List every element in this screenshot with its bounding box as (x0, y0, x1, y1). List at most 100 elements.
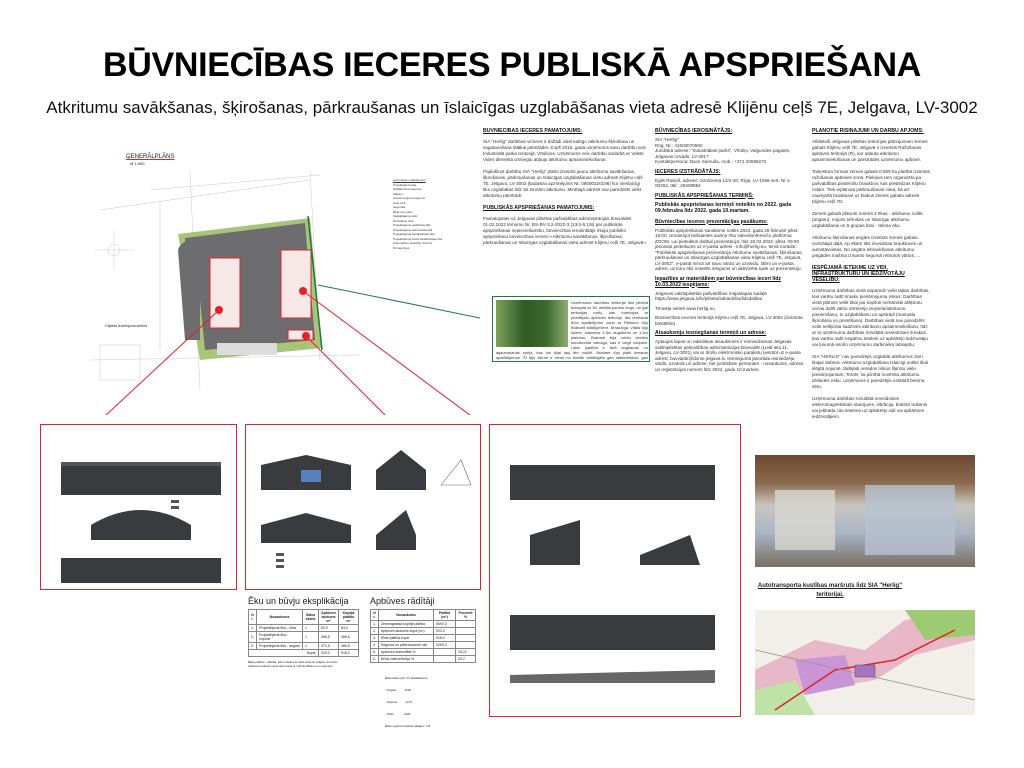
paragraph: Būvniecības ieceres teritorijā Klijēnu c… (655, 315, 803, 326)
office-drawings-panel (245, 424, 481, 590)
section-heading: PLĀNOTIE RISINĀJUMI UN DARBU APJOMS: (812, 128, 924, 134)
cell: 3250,0 (433, 641, 456, 649)
cell: Seguma un piebraucamie ceļi (378, 641, 434, 649)
paragraph[interactable]: Jelgavas valstspilsētas pašvaldības māja… (655, 290, 767, 302)
cell (455, 620, 476, 628)
cell: Projektējamā ēka - nojume (256, 631, 303, 643)
legend-item: Projektējamie kanalizācijas tīkli (393, 232, 435, 236)
table-row: 5.Apbūves intensitāte % 16,22 (370, 648, 476, 656)
paragraph: Taisnstūra formas zemes gabals 0.569 ha … (812, 169, 930, 204)
section-heading: PUBLISKĀS APSPRIEŠANAS PAMATOJUMS: (483, 205, 595, 211)
paragraph: Egils Rasiņš, adrese: Ozolciema 12/4-20,… (655, 177, 792, 189)
cell: Zemesgabala kopējā platība (378, 620, 434, 628)
section-heading: IECERES IZSTRĀDĀTĀJS: (655, 168, 721, 175)
hangar-drawings-panel (40, 424, 237, 590)
paragraph: Atbilstoši Jelgavas pilsētas teritorijas… (812, 139, 928, 162)
table-note: - Ofiss 1220 (385, 712, 411, 716)
column-header: Apbūves laukums m² (318, 609, 339, 625)
cell: Brīvā zaļā teritorija % (378, 655, 434, 663)
paragraph[interactable]: Tīmekļa vietnē www.herlig.eu (655, 305, 715, 311)
table-note: Apbūves laukums apzīmēts kopā ar inženie… (248, 664, 333, 668)
table-title: Apbūves rādītāji (370, 596, 435, 606)
office-elevations (261, 450, 472, 568)
route-caption: Autotransporta kustības maršruts līdz SI… (757, 583, 903, 598)
legend-item: Dzīvas žogs (393, 245, 410, 250)
section-heading: BŪVNIECĪBAS IECERES PAMATOJUMS: (483, 128, 583, 134)
cell: 16,22 (455, 648, 476, 656)
section-heading: PUBLISKĀS APSPRIEŠANAS TERMIŅŠ: (655, 192, 754, 199)
section-heading: Atsauksmju iesniegšanas termiņš un adres… (655, 330, 767, 336)
page-title: BŪVNIECĪBAS IECERES PUBLISKĀ APSPRIEŠANA (103, 46, 921, 84)
legend-item: Zāliens (393, 191, 403, 196)
column-header: Nosaukums (256, 609, 303, 625)
site-plan-scale: M 1:500 (130, 161, 145, 166)
cell: 918,0 (338, 649, 359, 657)
cell: 43,2 (455, 655, 476, 663)
cell: 5. (370, 648, 379, 656)
paragraph: Zemes gabalā plānots izvietot 3 ēkas - a… (812, 211, 924, 228)
cell: 918,0 (433, 634, 456, 642)
waste-bales-photo (755, 455, 975, 567)
paragraph: Pamatojoties uz Jelgavas pilsētas pašval… (483, 216, 648, 245)
column-header: Platība (m²) (433, 609, 456, 621)
cell: Apbūves intensitāte % (378, 648, 434, 656)
cell: 1 (302, 631, 319, 643)
hedge-photo (496, 300, 568, 347)
column-header: Stāvu skaits (302, 609, 319, 625)
cell: 2. (248, 631, 257, 643)
legend-item: Projektējamie ūdensvada tīkli (393, 227, 433, 232)
cell: 923,0 (433, 627, 456, 635)
legend-item: Automašīnu kustības virziens (393, 241, 433, 245)
hedge-description: Uzņēmuma darbības teritorija tiks pilnīb… (496, 300, 648, 361)
table-note: Ēkas klase pēc CC klasifikatora: (385, 676, 428, 680)
legend-title: Apzīmējumu skaidrojumi (393, 178, 426, 182)
cell: 1 (302, 624, 319, 632)
cell: Projektējamā ēka - angārs (256, 642, 303, 650)
legend-item: Projektējamie lietus kanalizācijas tīkli (393, 236, 443, 241)
cell: 368,5 (338, 631, 359, 643)
column-header: Kopējā platība m² (338, 609, 359, 625)
paragraph: SIA "Herlig" darbības virziens ir dažādi… (483, 139, 647, 162)
table-note: Ēkas ugunsnoturības pakāpe: U3 (385, 724, 431, 728)
legend-item: Ieeja ēkā (393, 205, 406, 209)
cell: 1 (302, 642, 319, 650)
cell: 5690,0 (433, 620, 456, 628)
cell (455, 634, 476, 642)
cell: 2. (370, 627, 379, 635)
cell: Apbūves laukums kopā (m²) (378, 627, 434, 635)
table-title: Ēku un būvju eksplikācija (248, 596, 349, 606)
legend-item: Asfaltbetona segums (393, 187, 422, 191)
paragraph: Paplašinot darbību SIA "Herlig" plāno iz… (483, 169, 643, 198)
column-basis: BŪVNIECĪBAS IECERES PAMATOJUMS: SIA "Her… (483, 128, 648, 293)
paragraph: Uzņēmuma darbības rezultātā neveidosies … (812, 396, 928, 419)
hedge-info-box: Uzņēmuma darbības teritorija tiks pilnīb… (492, 296, 650, 362)
section-heading: Iepazīties ar materiāliem par būvniecība… (655, 275, 781, 288)
paragraph: Aptaujas lapas un rakstiskas atsauksmes … (655, 339, 804, 372)
table-note: - Angārs 1251 (385, 688, 412, 692)
section-heading: BŪVNIECĪBAS IEROSINĀTĀJS: (655, 128, 733, 134)
hangar-elevations (61, 462, 221, 583)
legend-item: Nocirtāmie koki (393, 218, 414, 223)
cell: 83,0 (338, 624, 359, 632)
site-plan: ĢENERĀLPLĀNS M 1:500 Objekta izvietojuma… (60, 140, 480, 415)
paragraph: Publiskās apspriešanas sanāksme notiks 2… (655, 227, 803, 272)
cell: Projektējamā ēka - ofiss (256, 624, 303, 632)
table-note: - Nojume 1274 (385, 700, 413, 704)
cell (455, 641, 476, 649)
legend-item: Saglabājamie koki (393, 214, 418, 218)
page-subtitle: Atkritumu savākšanas, šķirošanas, pārkra… (46, 98, 978, 117)
section-heading: IESPĒJAMĀ IETEKME UZ VIDI, INFRASTRUKTŪR… (812, 265, 905, 283)
site-plan-drawing (89, 169, 480, 415)
